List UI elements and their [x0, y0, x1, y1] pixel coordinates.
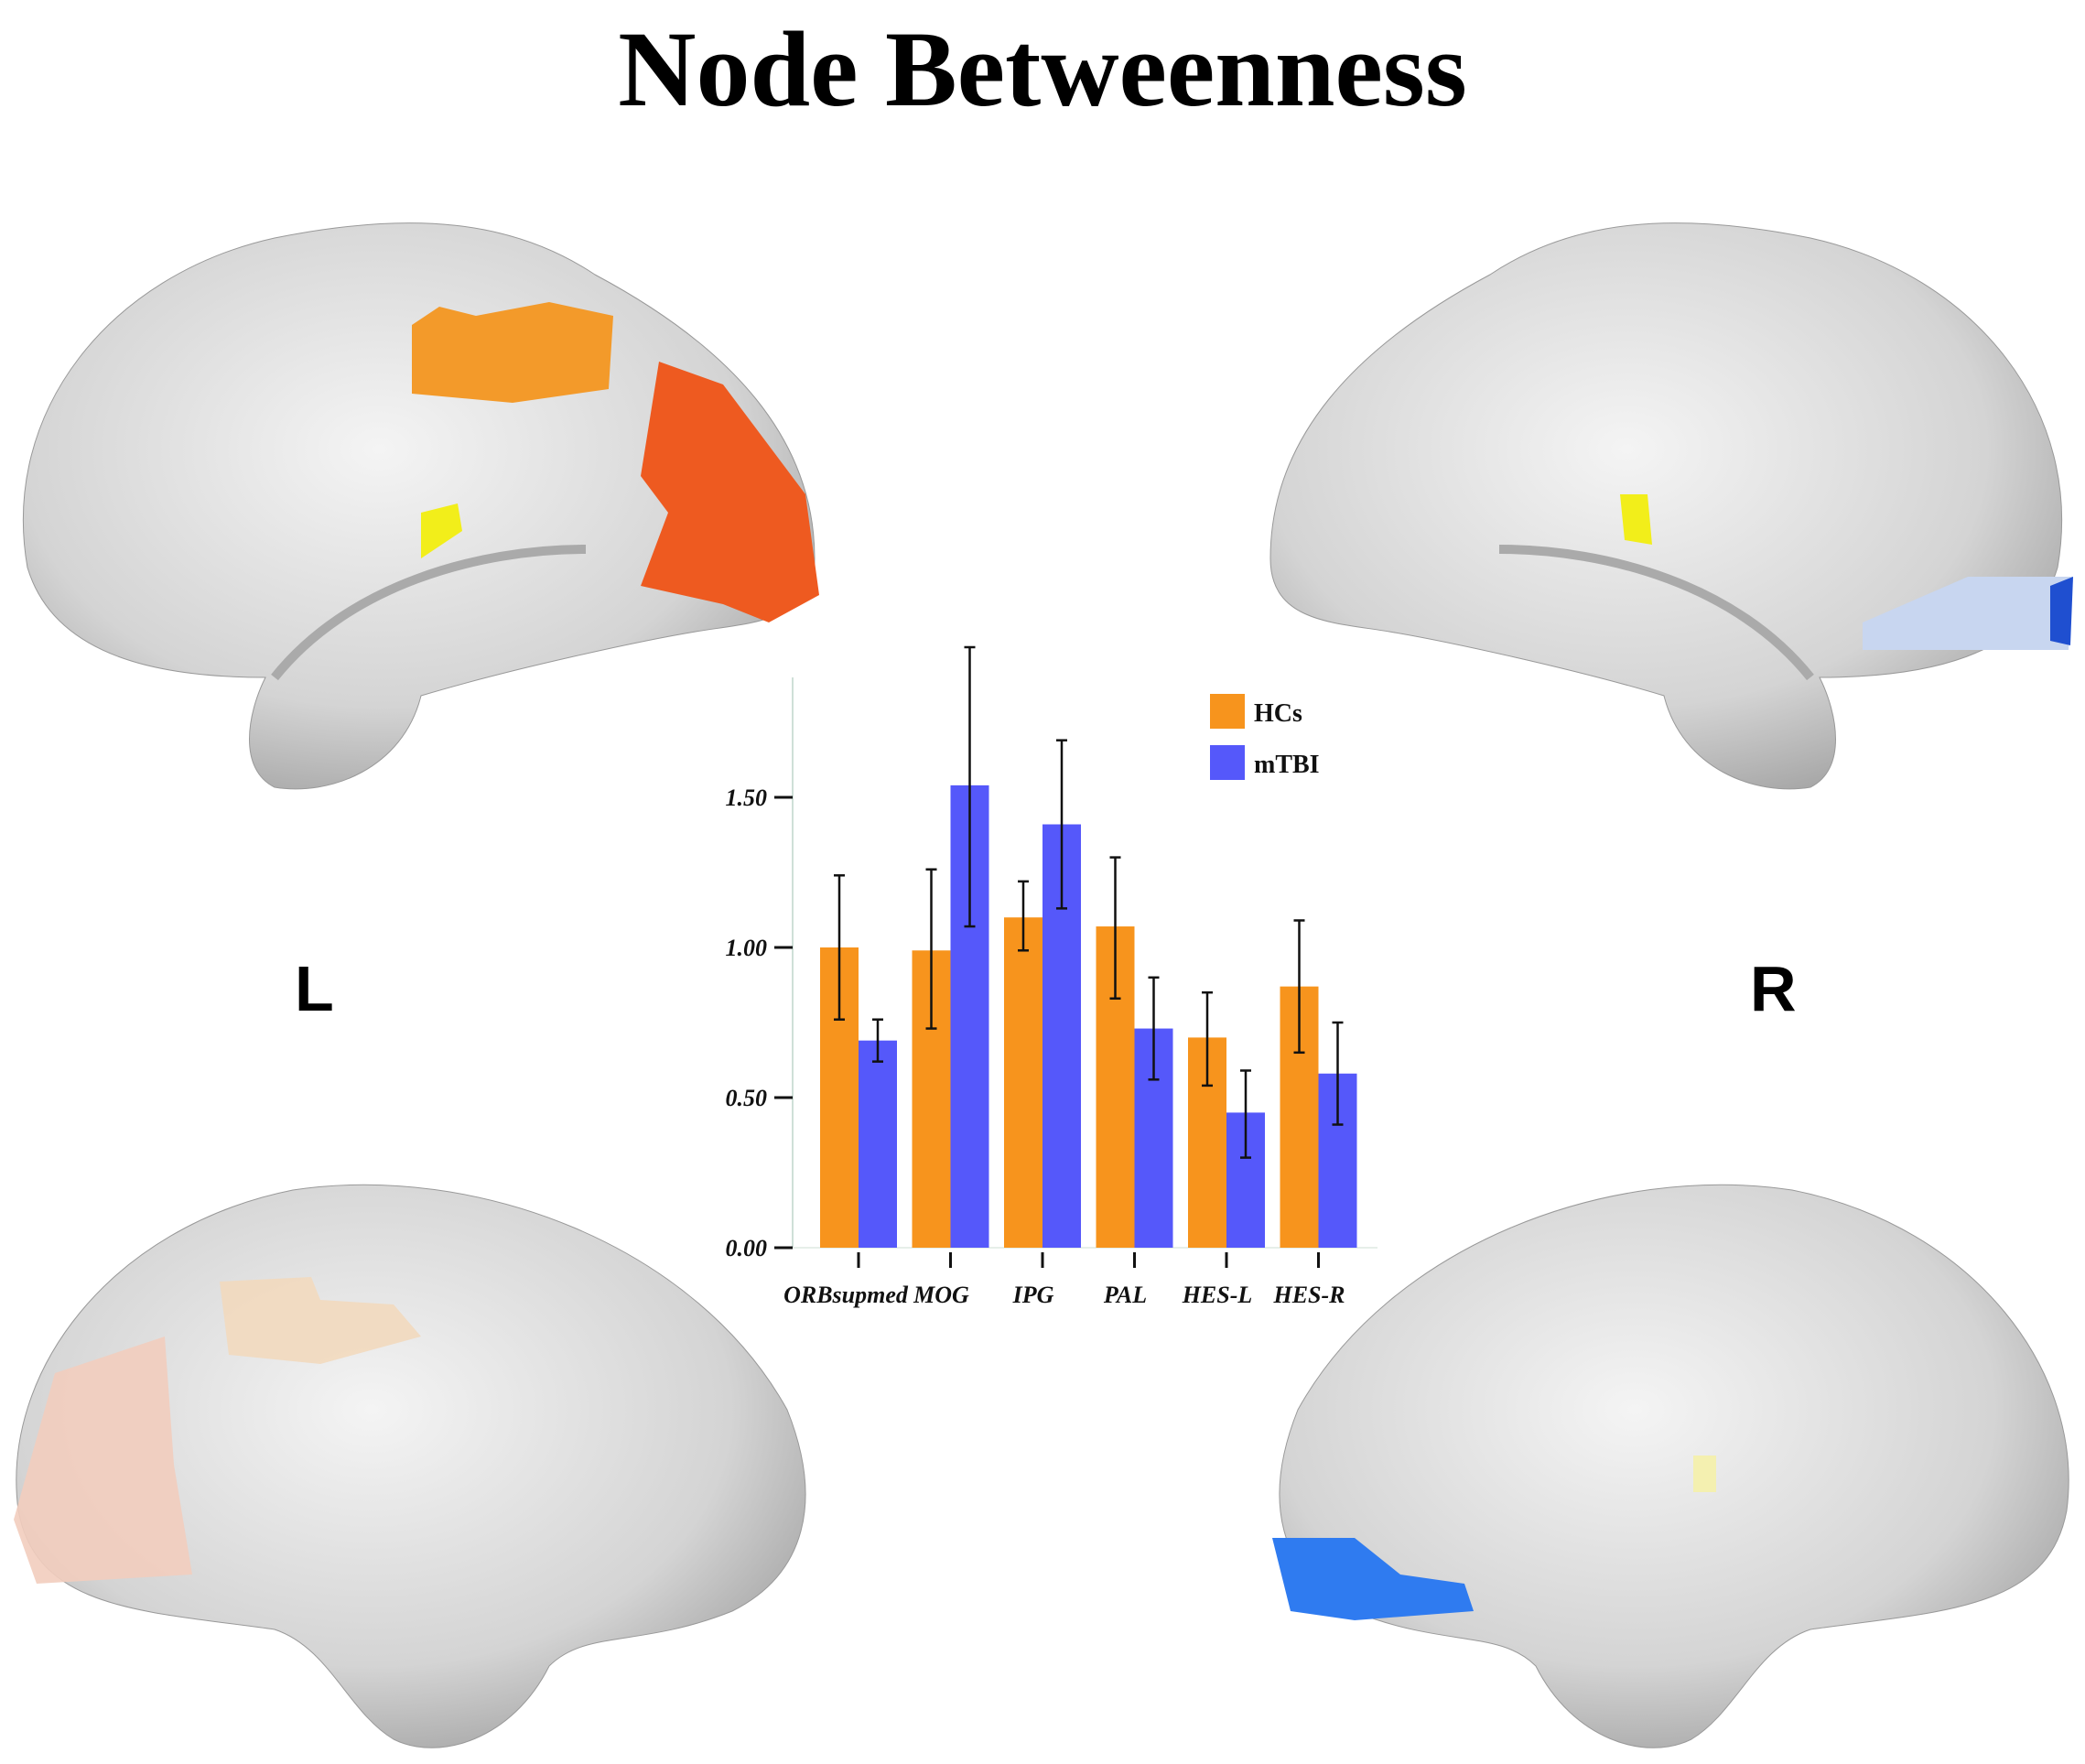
x-tick-label: HES-R — [1272, 1282, 1345, 1308]
y-tick-label: 1.00 — [726, 935, 768, 961]
y-tick-label: 0.00 — [726, 1235, 768, 1261]
region-pal-right-medial — [1272, 1538, 1474, 1620]
y-tick-label: 0.50 — [726, 1085, 768, 1111]
y-tick-label: 1.50 — [726, 785, 768, 811]
legend-swatch-HCs — [1210, 694, 1245, 729]
region-hes-left — [421, 503, 462, 558]
brain-right-medial — [1272, 1184, 2069, 1748]
region-pal-right — [1863, 577, 2073, 650]
region-hes-right — [1620, 494, 1652, 545]
x-tick-label: PAL — [1103, 1282, 1147, 1308]
bar-HCs-IPG — [1004, 917, 1042, 1248]
brain-left-medial — [14, 1184, 806, 1748]
region-mog-left-medial — [14, 1337, 192, 1584]
x-tick-label: IPG — [1012, 1282, 1054, 1308]
x-tick-label: ORBsupmed — [783, 1282, 909, 1308]
region-ipg-left-medial — [220, 1277, 421, 1364]
legend-label-mTBI: mTBI — [1254, 751, 1320, 779]
brain-left-lateral — [23, 222, 819, 790]
legend-label-HCs: HCs — [1254, 699, 1302, 728]
right-hemisphere-label: R — [1750, 953, 1797, 1024]
legend-swatch-mTBI — [1210, 745, 1245, 780]
brain-right-lateral — [1269, 222, 2073, 790]
x-tick-label: HES-L — [1182, 1282, 1253, 1308]
x-tick-label: MOG — [913, 1282, 969, 1308]
left-hemisphere-label: L — [295, 953, 334, 1024]
bar-mTBI-ORBsupmed — [859, 1040, 897, 1248]
region-ipg-left — [412, 302, 613, 403]
region-mog-left — [641, 362, 819, 622]
figure-title: Node Betweenness — [618, 9, 1467, 129]
